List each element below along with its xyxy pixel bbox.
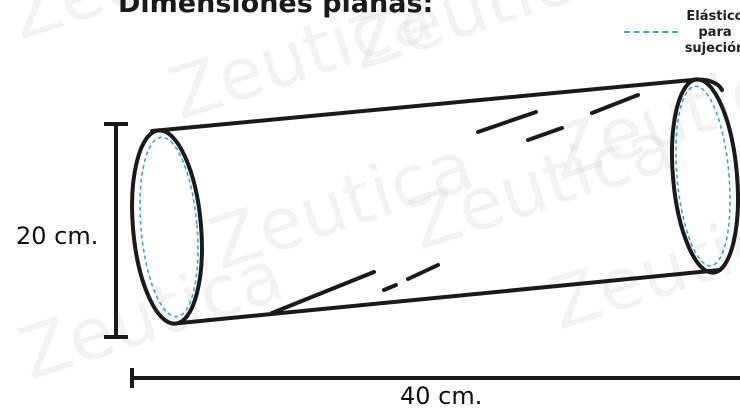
- left-elastic-seam: [139, 136, 199, 318]
- width-label: 40 cm.: [400, 382, 483, 410]
- legend-line-3: sujeción: [684, 41, 740, 56]
- height-label: 20 cm.: [16, 222, 99, 250]
- bolster-cylinder: [130, 77, 740, 326]
- highlight-stroke: [476, 110, 538, 134]
- legend-line-1: Elástico: [686, 9, 740, 24]
- elastic-legend-swatch: [624, 31, 678, 33]
- left-end-cap: [130, 128, 204, 326]
- highlight-stroke: [382, 283, 398, 292]
- cylinder-bottom-edge: [178, 268, 722, 325]
- legend-label: Elástico para sujeción: [680, 9, 740, 57]
- highlight-stroke: [526, 126, 564, 142]
- highlight-stroke: [590, 93, 640, 115]
- highlight-stroke: [406, 263, 440, 281]
- elastic-stitching: [139, 85, 731, 318]
- highlight-stroke: [270, 270, 376, 315]
- right-elastic-seam: [675, 85, 731, 267]
- legend-line-2: para: [698, 25, 732, 40]
- page-title: Dimensiones planas:: [118, 0, 434, 19]
- height-dimension-line: [104, 122, 128, 339]
- legend: Elástico para sujeción: [624, 9, 740, 69]
- width-dimension-line: [130, 368, 740, 388]
- right-end-cap: [670, 77, 740, 275]
